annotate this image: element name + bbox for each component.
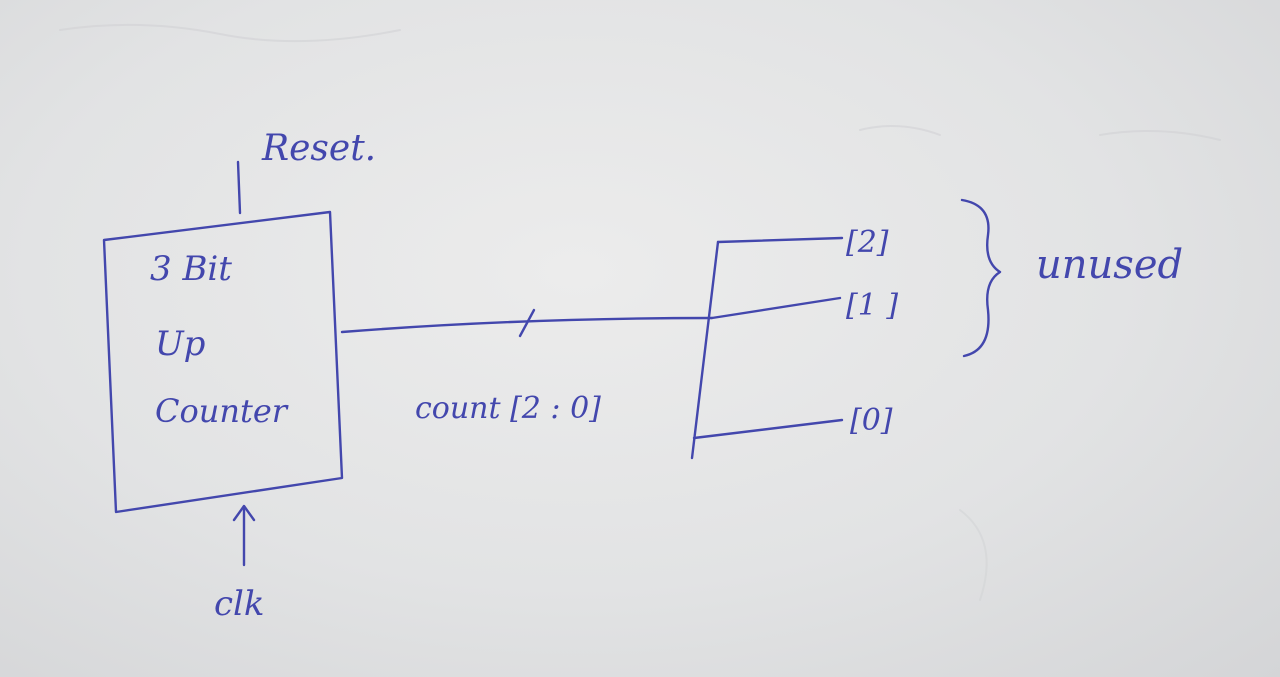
reset-signal: Reset. xyxy=(236,128,376,215)
splitter-spine xyxy=(690,240,720,460)
bit2-tap xyxy=(716,236,844,244)
bus-width-slash xyxy=(518,308,536,338)
clk-label: clk xyxy=(214,584,265,624)
counter-block: 3 Bit Up Counter xyxy=(102,210,344,514)
unused-label: unused xyxy=(1036,242,1183,288)
reset-label: Reset. xyxy=(261,128,376,169)
counter-label-line2: Up xyxy=(155,324,205,364)
bit1-label: [1 ] xyxy=(846,288,898,323)
count-bus: count [2 : 0] xyxy=(340,308,714,426)
bus-wire xyxy=(340,316,714,334)
reset-wire xyxy=(236,160,242,215)
counter-label-line1: 3 Bit xyxy=(150,249,232,289)
clk-arrow-head xyxy=(232,504,256,522)
bleed-through-marks xyxy=(59,23,1221,601)
unused-annotation: unused xyxy=(960,198,1183,358)
bus-splitter: [2] [1 ] [0] xyxy=(690,225,898,460)
unused-brace xyxy=(960,198,1002,358)
bit1-tap xyxy=(710,296,842,320)
bus-label: count [2 : 0] xyxy=(415,391,601,426)
bit0-tap xyxy=(692,418,844,440)
bit2-label: [2] xyxy=(846,225,889,260)
bit0-label: [0] xyxy=(850,403,893,438)
counter-label-line3: Counter xyxy=(155,392,289,430)
counter-box xyxy=(102,210,344,514)
clk-signal: clk xyxy=(214,504,265,624)
